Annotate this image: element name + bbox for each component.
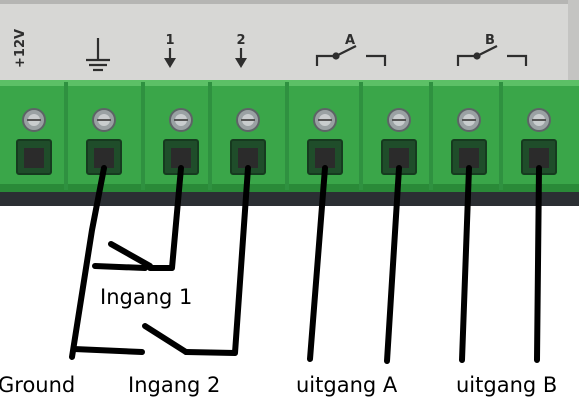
input-1-arrow-icon <box>164 48 176 68</box>
wire-output-a2 <box>384 165 402 364</box>
output-a-letter: A <box>345 33 355 48</box>
housing-side-edge <box>568 0 579 82</box>
switch-2-lever <box>142 323 189 355</box>
output-b-letter: B <box>485 33 495 48</box>
device-base <box>0 192 579 206</box>
relay-a-contact-icon <box>315 45 387 66</box>
wire-output-b1 <box>459 165 472 363</box>
wire-input-2 <box>183 165 251 356</box>
screw-terminal <box>208 82 266 190</box>
terminal-block <box>0 80 579 194</box>
wire-ground-branch-1 <box>92 263 148 271</box>
wire-input-1 <box>147 165 184 271</box>
wire-ground <box>69 165 107 360</box>
input-2-arrow-icon <box>235 48 247 68</box>
screw-terminal <box>499 82 557 190</box>
caption-ingang-2: Ingang 2 <box>128 373 220 397</box>
screw-terminal <box>64 82 122 190</box>
caption-ingang-1: Ingang 1 <box>100 285 192 309</box>
caption-uitgang-b: uitgang B <box>456 373 557 397</box>
wires <box>69 165 542 364</box>
input-2-number: 2 <box>236 33 245 48</box>
ground-symbol-icon <box>86 38 110 72</box>
power-label: +12V <box>13 29 28 68</box>
switch-1-lever <box>108 241 153 269</box>
screw-terminal <box>141 82 199 190</box>
housing-top-edge <box>0 0 579 4</box>
screw-terminal <box>16 108 52 175</box>
screw-terminal <box>429 82 487 190</box>
wire-ground-branch-2 <box>71 346 145 355</box>
input-1-number: 1 <box>165 33 174 48</box>
caption-uitgang-a: uitgang A <box>296 373 398 397</box>
wire-output-b2 <box>534 165 542 363</box>
relay-b-contact-icon <box>456 45 528 66</box>
wire-output-a1 <box>307 165 328 362</box>
screw-terminal <box>359 82 417 190</box>
device-housing <box>0 0 579 82</box>
caption-ground: Ground <box>0 373 75 397</box>
